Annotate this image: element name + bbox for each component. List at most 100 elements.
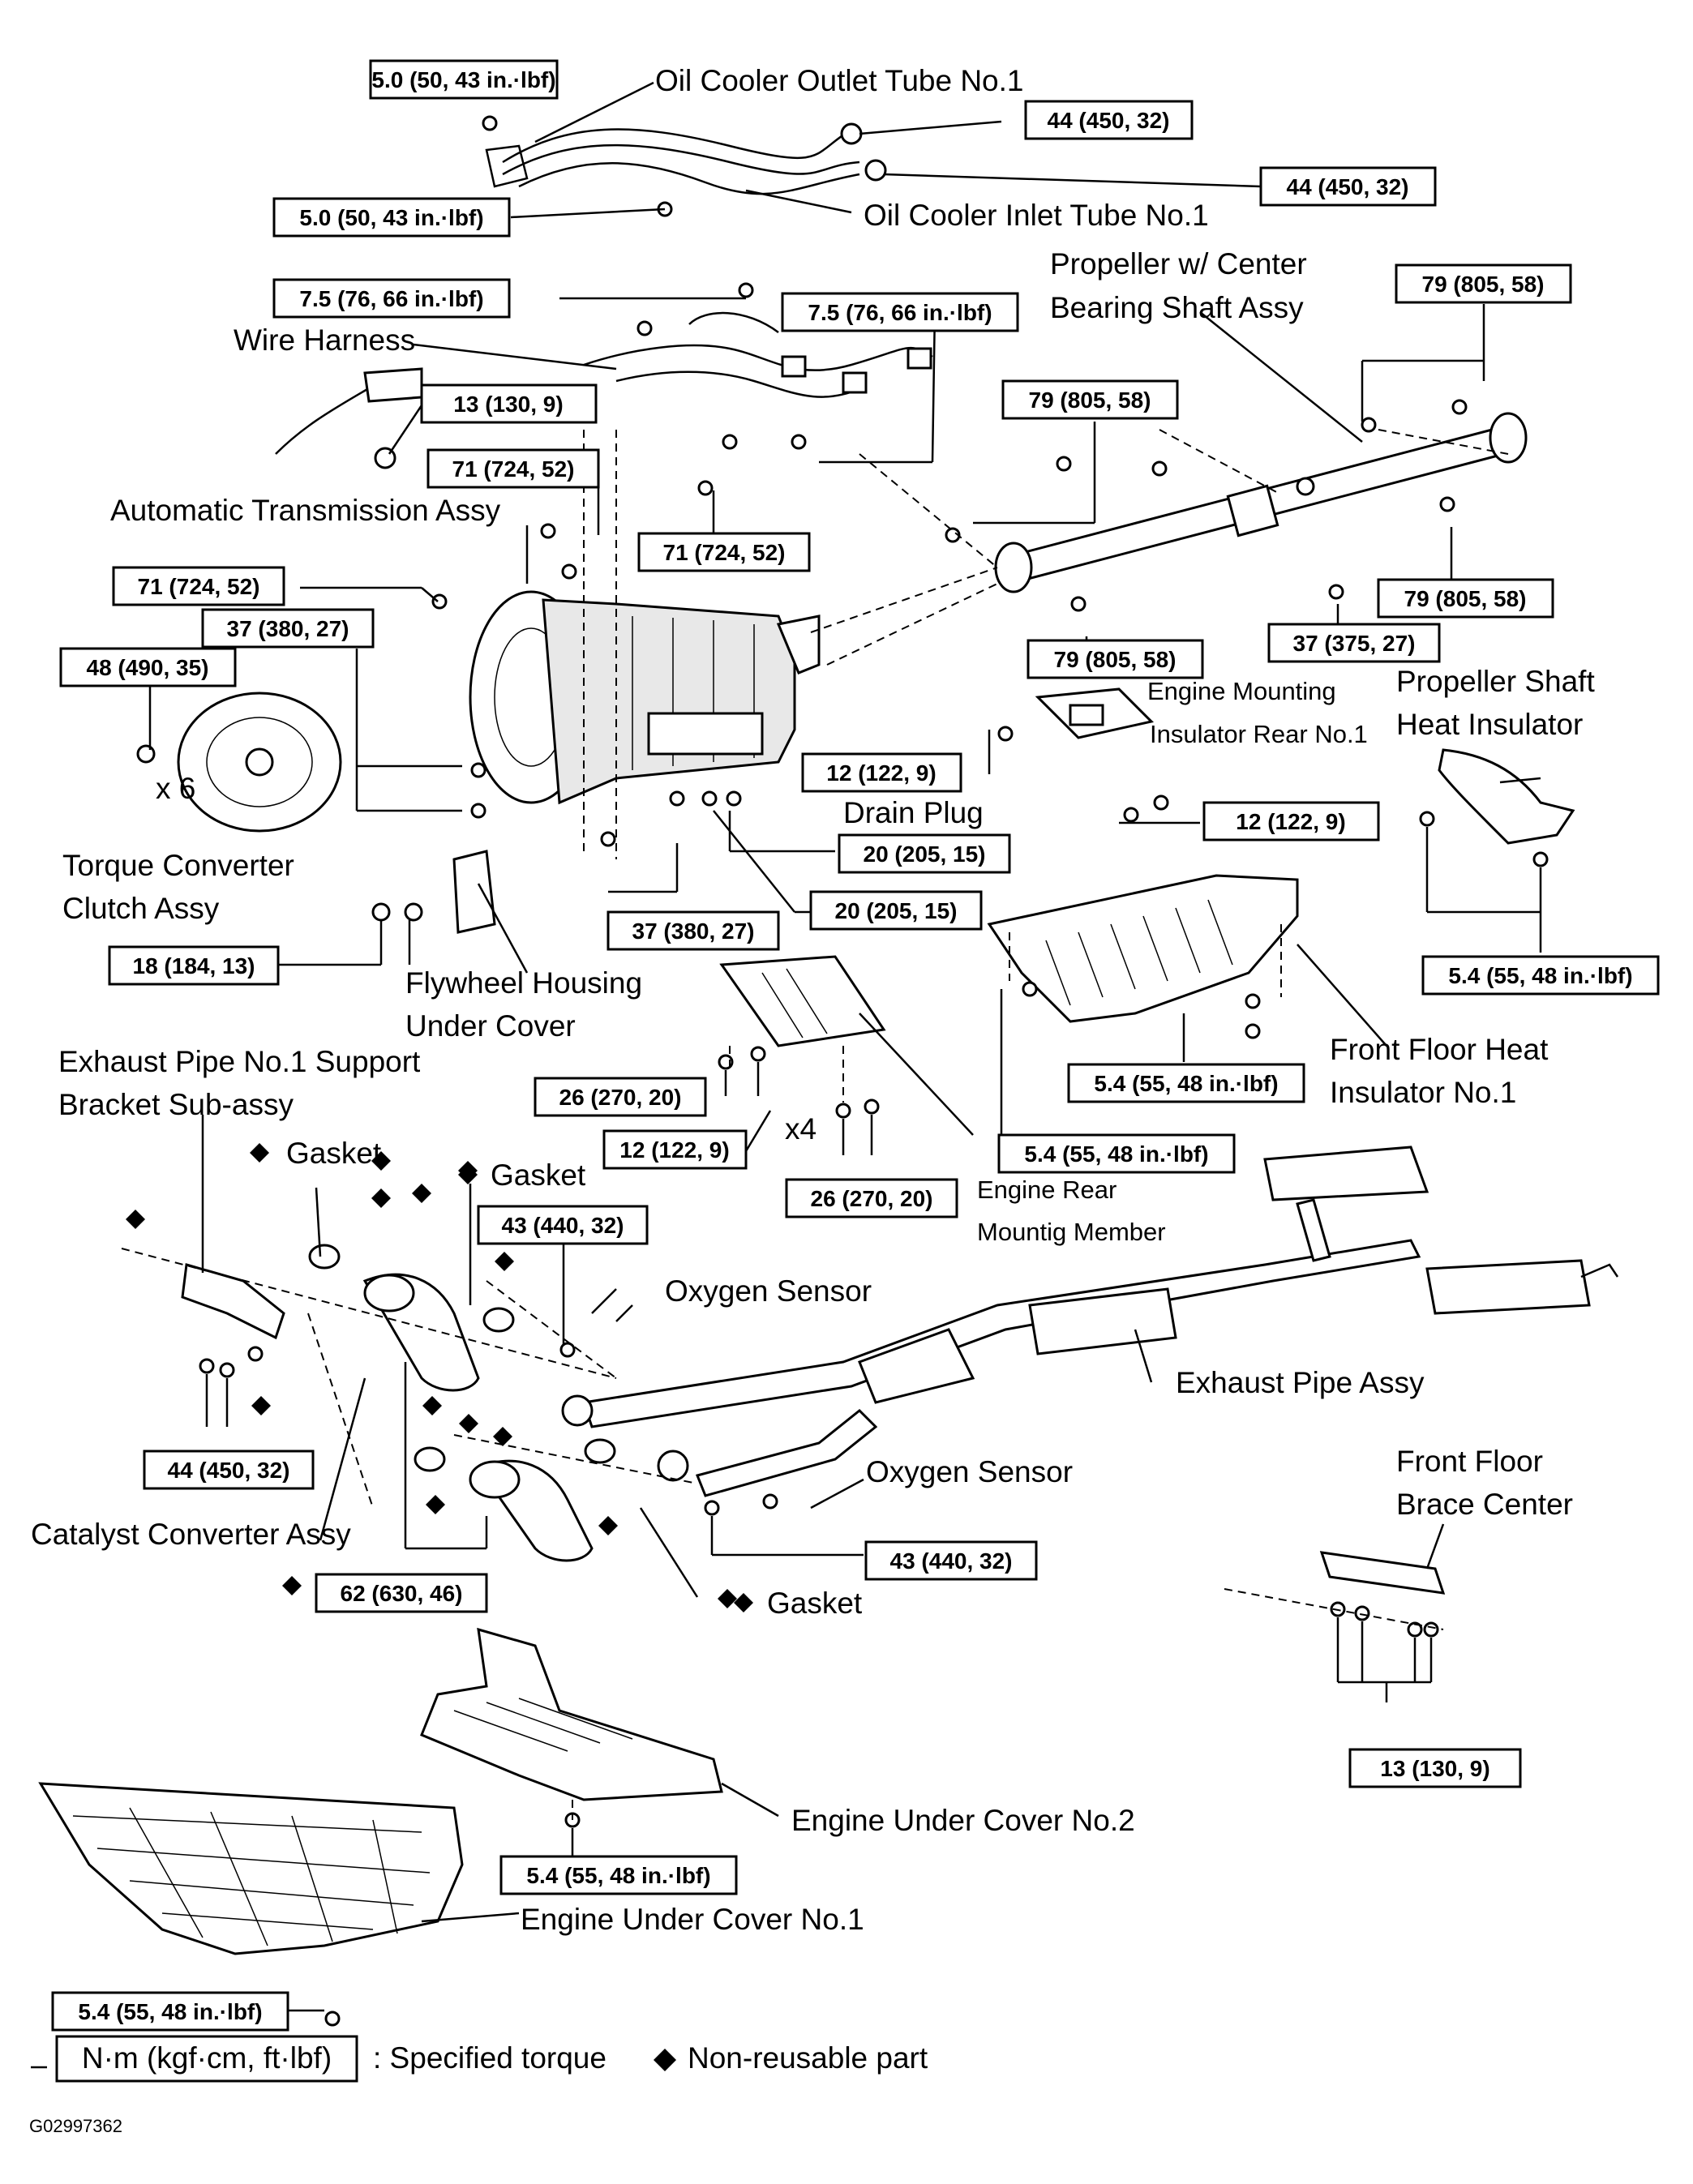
torque-t7: 79 (805, 58) xyxy=(1422,272,1545,297)
diamond-icon xyxy=(250,1143,269,1163)
torque-specs: 5.0 (50, 43 in.·lbf) 44 (450, 32) 44 (45… xyxy=(51,59,1660,2032)
label-exhaust-pipe: Exhaust Pipe Assy xyxy=(1176,1366,1425,1399)
torque-t29: 26 (270, 20) xyxy=(811,1186,933,1211)
label-flywheel-2: Under Cover xyxy=(405,1009,576,1043)
torque-t33: 62 (630, 46) xyxy=(341,1581,463,1606)
label-torque-converter-1: Torque Converter xyxy=(62,849,294,882)
label-oxygen-sensor-2: Oxygen Sensor xyxy=(866,1455,1073,1488)
torque-t27: 12 (122, 9) xyxy=(619,1137,729,1163)
exhaust-bracket xyxy=(181,1263,285,1340)
torque-t10: 71 (724, 52) xyxy=(452,456,575,482)
label-engine-mounting-2: Insulator Rear No.1 xyxy=(1150,720,1368,748)
label-flywheel-1: Flywheel Housing xyxy=(405,966,642,1000)
legend-specified-torque: : Specified torque xyxy=(373,2041,606,2075)
torque-t34: 13 (130, 9) xyxy=(1380,1756,1489,1781)
torque-t23: 18 (184, 13) xyxy=(133,953,255,979)
torque-t20: 20 (205, 15) xyxy=(864,841,986,867)
torque-t32: 43 (440, 32) xyxy=(890,1548,1013,1574)
torque-t22: 37 (380, 27) xyxy=(632,919,755,944)
torque-t35: 5.4 (55, 48 in.·lbf) xyxy=(526,1863,710,1888)
label-drain-plug: Drain Plug xyxy=(843,796,984,829)
part-labels: Oil Cooler Outlet Tube No.1 Oil Cooler I… xyxy=(31,64,1595,1936)
torque-t15: 37 (375, 27) xyxy=(1293,631,1416,656)
torque-t14: 37 (380, 27) xyxy=(227,616,349,641)
harness-bracket xyxy=(275,367,423,469)
automatic-transmission xyxy=(469,590,821,805)
label-x6: x 6 xyxy=(156,772,195,805)
label-front-floor-brace-2: Brace Center xyxy=(1396,1488,1573,1521)
label-front-floor-heat-2: Insulator No.1 xyxy=(1330,1076,1516,1109)
legend-unit: N·m (kgf·cm, ft·lbf) xyxy=(82,2041,332,2075)
figure-id: G02997362 xyxy=(29,2116,122,2136)
catalyst-converters xyxy=(308,1244,616,1562)
label-engine-rear-2: Mountig Member xyxy=(977,1218,1166,1246)
diamond-icon xyxy=(734,1593,753,1612)
legend-non-reusable: Non-reusable part xyxy=(688,2041,928,2075)
label-catalyst-converter: Catalyst Converter Assy xyxy=(31,1518,351,1551)
diamond-icon xyxy=(654,2049,676,2071)
leader-lines xyxy=(148,81,1542,2012)
torque-t2: 44 (450, 32) xyxy=(1048,108,1170,133)
torque-t16: 48 (490, 35) xyxy=(87,655,209,680)
flywheel-housing-under-cover xyxy=(371,850,496,934)
torque-t6: 7.5 (76, 66 in.·lbf) xyxy=(808,300,992,325)
label-wire-harness: Wire Harness xyxy=(234,323,415,357)
label-oil-cooler-inlet: Oil Cooler Inlet Tube No.1 xyxy=(864,199,1209,232)
propeller-shaft xyxy=(994,412,1528,593)
front-floor-heat-insulator xyxy=(987,874,1299,1023)
torque-t30: 43 (440, 32) xyxy=(502,1213,624,1238)
label-engine-under-cover-1: Engine Under Cover No.1 xyxy=(521,1903,864,1936)
torque-t19: 12 (122, 9) xyxy=(1236,809,1345,834)
label-gasket-b: Gasket xyxy=(491,1158,586,1192)
torque-t24: 5.4 (55, 48 in.·lbf) xyxy=(1448,963,1632,988)
label-engine-mounting-1: Engine Mounting xyxy=(1147,677,1336,705)
torque-t13: 79 (805, 58) xyxy=(1404,586,1527,611)
label-x4: x4 xyxy=(785,1112,816,1146)
oil-cooler-tubes xyxy=(485,122,887,195)
label-torque-converter-2: Clutch Assy xyxy=(62,892,220,925)
label-front-floor-brace-1: Front Floor xyxy=(1396,1445,1543,1478)
label-prop-heat-1: Propeller Shaft xyxy=(1396,665,1595,698)
non-reusable-markers xyxy=(126,1151,737,1608)
torque-t18: 12 (122, 9) xyxy=(826,760,936,786)
engine-mounting-insulator xyxy=(1035,687,1154,739)
label-exhaust-bracket-1: Exhaust Pipe No.1 Support xyxy=(58,1045,421,1078)
alignment-dashes xyxy=(121,429,1509,1820)
torque-converter xyxy=(136,692,342,833)
torque-t1: 5.0 (50, 43 in.·lbf) xyxy=(371,67,555,92)
torque-t28: 5.4 (55, 48 in.·lbf) xyxy=(1024,1141,1208,1167)
label-engine-rear-1: Engine Rear xyxy=(977,1176,1117,1204)
prop-shaft-heat-insulator xyxy=(1438,748,1575,845)
label-exhaust-bracket-2: Bracket Sub-assy xyxy=(58,1088,294,1121)
torque-t11: 71 (724, 52) xyxy=(663,540,786,565)
front-floor-brace xyxy=(1319,1551,1446,1595)
label-oxygen-sensor-1: Oxygen Sensor xyxy=(665,1274,872,1308)
torque-t12: 71 (724, 52) xyxy=(138,574,260,599)
torque-t17: 79 (805, 58) xyxy=(1054,647,1177,672)
label-oil-cooler-outlet: Oil Cooler Outlet Tube No.1 xyxy=(655,64,1024,97)
torque-t26: 26 (270, 20) xyxy=(559,1085,682,1110)
wire-harness xyxy=(583,311,933,398)
torque-t25: 5.4 (55, 48 in.·lbf) xyxy=(1094,1071,1278,1096)
label-engine-under-cover-2: Engine Under Cover No.2 xyxy=(791,1804,1135,1837)
torque-t4: 5.0 (50, 43 in.·lbf) xyxy=(299,205,483,230)
engine-under-cover-1 xyxy=(38,1782,464,1955)
exhaust-pipe-assembly xyxy=(561,1146,1619,1497)
label-propeller-2: Bearing Shaft Assy xyxy=(1050,291,1304,324)
torque-t9: 79 (805, 58) xyxy=(1029,388,1151,413)
label-gasket-a: Gasket xyxy=(286,1137,382,1170)
label-automatic-transmission: Automatic Transmission Assy xyxy=(110,494,501,527)
torque-t8: 13 (130, 9) xyxy=(453,392,563,417)
label-propeller-1: Propeller w/ Center xyxy=(1050,247,1307,280)
label-gasket-c: Gasket xyxy=(767,1587,863,1620)
engine-rear-mounting-member xyxy=(719,955,886,1047)
legend: N·m (kgf·cm, ft·lbf) : Specified torque … xyxy=(29,2035,928,2136)
torque-t3: 44 (450, 32) xyxy=(1287,174,1409,199)
engine-under-cover-2 xyxy=(420,1627,723,1801)
label-prop-heat-2: Heat Insulator xyxy=(1396,708,1583,741)
bolt-icons xyxy=(199,115,1549,2027)
label-front-floor-heat-1: Front Floor Heat xyxy=(1330,1033,1549,1066)
torque-t5: 7.5 (76, 66 in.·lbf) xyxy=(299,286,483,311)
torque-t21: 20 (205, 15) xyxy=(835,898,958,923)
